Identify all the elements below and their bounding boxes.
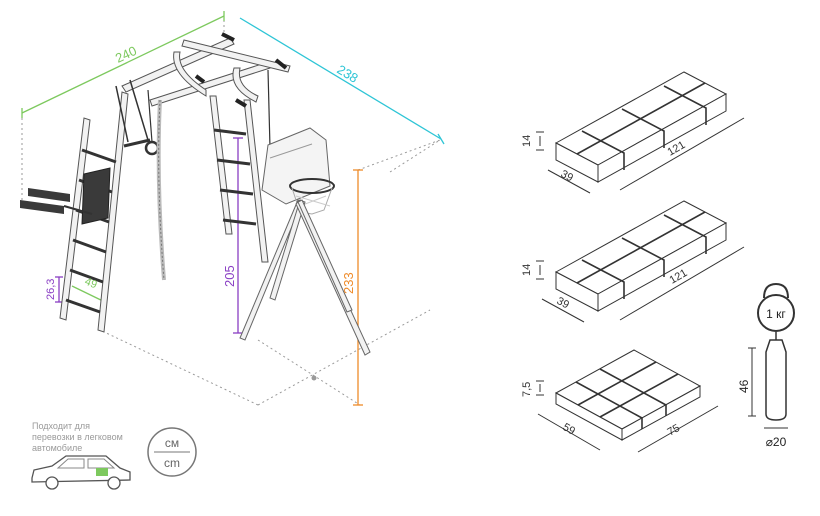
units-badge-icon	[147, 427, 197, 477]
package-3	[536, 349, 719, 453]
package-3-length-label: 75	[666, 422, 683, 439]
package-1-height-label: 14	[521, 135, 533, 147]
kettlebell-icon	[757, 282, 795, 332]
package-2-width-label: 39	[555, 295, 571, 311]
complex-hoop-height-label: 233	[341, 272, 356, 294]
units-bottom-label: cm	[164, 456, 180, 470]
bag-diameter-label: ⌀20	[766, 435, 787, 449]
package-2	[536, 200, 745, 323]
kettlebell-weight-label: 1 кг	[766, 307, 786, 321]
basketball-stand	[239, 127, 371, 381]
width-dim-line	[21, 15, 225, 114]
package-3-height-label: 7,5	[521, 382, 533, 397]
step-height-label: 26,3	[45, 279, 57, 300]
complex-depth-label: 238	[334, 62, 360, 86]
bag-height-label: 46	[737, 379, 751, 393]
step-width-label: 49	[83, 276, 99, 292]
complex-dimension-lines	[21, 11, 445, 406]
complex-width-label: 240	[113, 43, 139, 66]
units-top-label: см	[165, 436, 179, 450]
sports-complex-illustration: 240 238 205 233 26,3 49	[20, 11, 445, 406]
depth-dim-line	[239, 17, 442, 140]
car-note-line-2: перевозки в легковом	[32, 432, 123, 442]
package-3-width-label: 59	[561, 421, 578, 438]
hanging-equipment	[115, 69, 271, 281]
car-icon	[31, 455, 131, 490]
dip-seat	[20, 167, 111, 225]
package-2-height-label: 14	[521, 264, 533, 276]
punching-bag-icon	[748, 332, 788, 429]
car-note-line-3: автомобиле	[32, 443, 82, 453]
package-1-width-label: 39	[559, 168, 575, 184]
package-1	[536, 71, 745, 194]
car-note-line-1: Подходит для	[32, 421, 90, 431]
complex-main-height-label: 205	[222, 265, 237, 287]
